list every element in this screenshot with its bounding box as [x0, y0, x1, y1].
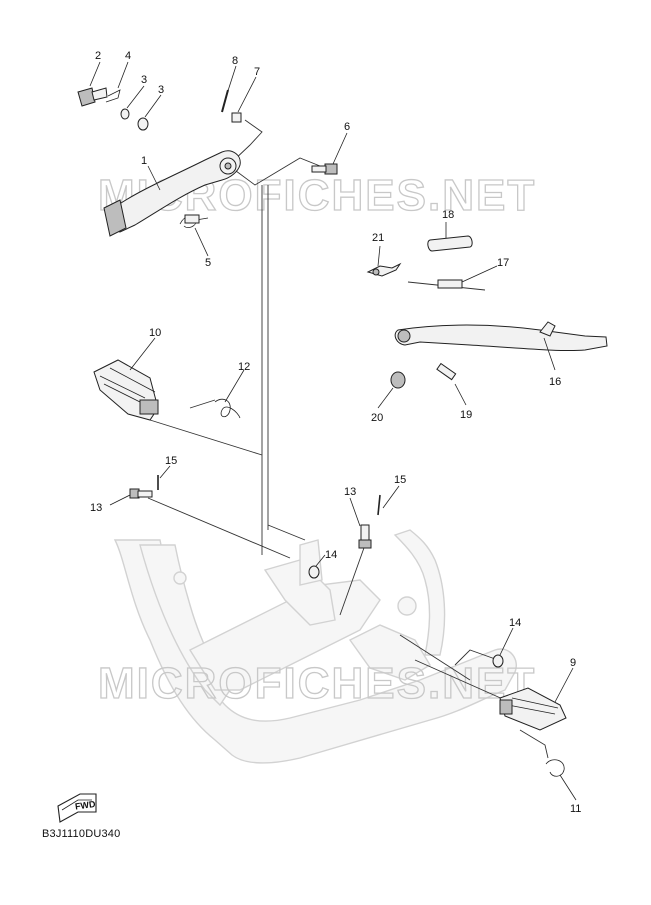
- sidestand-part[interactable]: [394, 321, 608, 352]
- callout-15-right[interactable]: 15: [394, 474, 406, 486]
- spring-part-12[interactable]: [214, 398, 241, 419]
- callout-8[interactable]: 8: [232, 55, 238, 67]
- bolt-part-13-left[interactable]: [129, 488, 153, 499]
- callout-5[interactable]: 5: [205, 257, 211, 269]
- washer-part-14-left[interactable]: [308, 565, 320, 579]
- spring-part-11[interactable]: [545, 759, 565, 777]
- sleeve-part[interactable]: [427, 235, 473, 252]
- washer-parts[interactable]: [120, 108, 149, 131]
- callout-6[interactable]: 6: [344, 121, 350, 133]
- callout-13-left[interactable]: 13: [90, 502, 102, 514]
- assembly-lines: [147, 119, 549, 759]
- callout-12[interactable]: 12: [238, 361, 250, 373]
- footrest-right-part[interactable]: [499, 687, 567, 731]
- callout-2[interactable]: 2: [95, 50, 101, 62]
- callout-21[interactable]: 21: [372, 232, 384, 244]
- frame-outline: [113, 529, 517, 764]
- footrest-left-part[interactable]: [93, 359, 159, 421]
- nut-part[interactable]: [231, 112, 242, 123]
- spring-coil-5: [184, 214, 200, 224]
- fwd-arrow-icon: FWD: [57, 793, 97, 823]
- callout-3b[interactable]: 3: [158, 84, 164, 96]
- callout-leaders: [89, 61, 577, 801]
- pin-part-15-right[interactable]: [377, 494, 381, 516]
- bolt-part-19[interactable]: [436, 362, 457, 381]
- callout-15-left[interactable]: 15: [165, 455, 177, 467]
- callout-19[interactable]: 19: [460, 409, 472, 421]
- pivot-bolt-part[interactable]: [77, 87, 108, 107]
- callout-14-left[interactable]: 14: [325, 549, 337, 561]
- callout-3a[interactable]: 3: [141, 74, 147, 86]
- callout-14-right[interactable]: 14: [509, 617, 521, 629]
- callouts: 2 4 3 3 8 7 6 1 5 10 12 21 18 17 16 20 1…: [90, 50, 581, 815]
- bolt-part-6[interactable]: [311, 163, 338, 175]
- callout-20[interactable]: 20: [371, 412, 383, 424]
- bolt-part-13-right[interactable]: [358, 524, 372, 549]
- watermark-bottom: MICROFICHES.NET: [98, 659, 536, 708]
- callout-1[interactable]: 1: [141, 155, 147, 167]
- callout-9[interactable]: 9: [570, 657, 576, 669]
- callout-7[interactable]: 7: [254, 66, 260, 78]
- spring-part-17[interactable]: [407, 279, 486, 291]
- callout-4[interactable]: 4: [125, 50, 131, 62]
- callout-13-right[interactable]: 13: [344, 486, 356, 498]
- clip-part[interactable]: [366, 262, 402, 277]
- washer-part-14-right[interactable]: [492, 654, 504, 668]
- collar-part[interactable]: [390, 371, 406, 389]
- callout-10[interactable]: 10: [149, 327, 161, 339]
- diagram-code: B3J1110DU340: [42, 828, 121, 840]
- callout-16[interactable]: 16: [549, 376, 561, 388]
- cotter-pin-part[interactable]: [105, 89, 121, 103]
- brake-pedal-part[interactable]: [103, 150, 241, 237]
- callout-18[interactable]: 18: [442, 209, 454, 221]
- callout-17[interactable]: 17: [497, 257, 509, 269]
- fwd-label: FWD: [74, 799, 96, 812]
- callout-11[interactable]: 11: [570, 803, 581, 815]
